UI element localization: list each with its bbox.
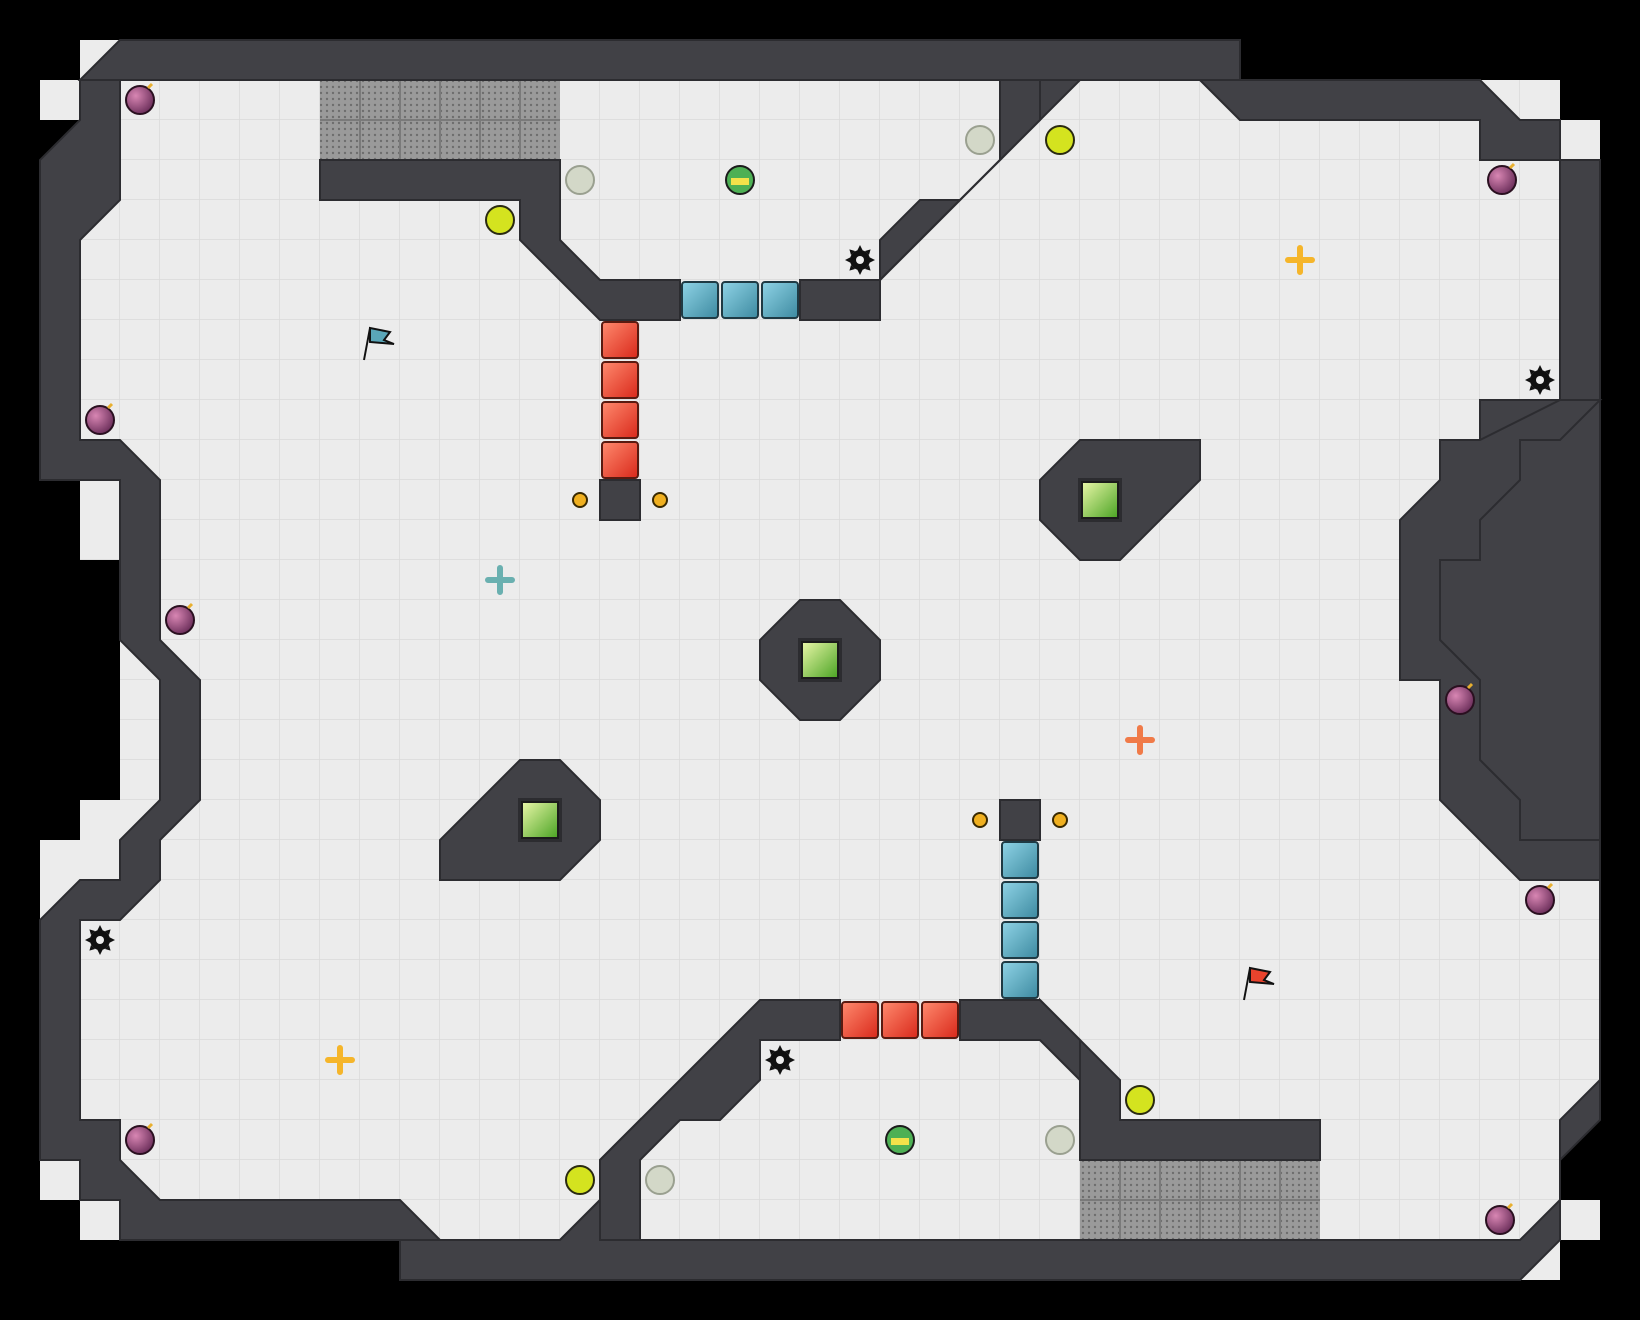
button-icon bbox=[652, 492, 668, 508]
spike-icon bbox=[85, 925, 115, 955]
portal-left bbox=[518, 798, 562, 842]
blue-gates-right bbox=[1001, 841, 1039, 999]
walls bbox=[39, 39, 1603, 1281]
bomb-icon bbox=[1485, 1202, 1515, 1235]
blue-gates-top bbox=[681, 281, 799, 319]
boost-icon bbox=[485, 205, 515, 235]
speed-pad-icon bbox=[485, 565, 515, 595]
boost-icon bbox=[1045, 125, 1075, 155]
spike-icon bbox=[1525, 365, 1555, 395]
portal-right bbox=[1078, 478, 1122, 522]
blue-flag-icon bbox=[363, 326, 395, 361]
boost-icon bbox=[565, 1165, 595, 1195]
boosts bbox=[485, 125, 1155, 1195]
bomb-icon bbox=[125, 1122, 155, 1155]
boost-inactive-icon bbox=[565, 165, 595, 195]
grate-bottom bbox=[1080, 1160, 1320, 1240]
red-gates-bottom bbox=[841, 1001, 959, 1039]
button-icon bbox=[572, 492, 588, 508]
boost-inactive-icon bbox=[1045, 1125, 1075, 1155]
boost-icon bbox=[1125, 1085, 1155, 1115]
powerup-icon bbox=[725, 165, 755, 195]
spike-icon bbox=[845, 245, 875, 275]
button-icon bbox=[1052, 812, 1068, 828]
buttons bbox=[572, 492, 1068, 828]
inactive-boosts bbox=[565, 125, 1075, 1195]
portal-center bbox=[798, 638, 842, 682]
speed-pad-icon bbox=[1285, 245, 1315, 275]
boost-inactive-icon bbox=[965, 125, 995, 155]
grate-top bbox=[320, 80, 560, 160]
bomb-icon bbox=[125, 82, 155, 115]
spikes bbox=[85, 245, 1555, 1075]
bomb-icon bbox=[85, 402, 115, 435]
speed-pad-icon bbox=[325, 1045, 355, 1075]
bombs bbox=[85, 82, 1555, 1235]
bomb-icon bbox=[1525, 882, 1555, 915]
bomb-icon bbox=[1487, 162, 1517, 195]
spike-icon bbox=[765, 1045, 795, 1075]
powerup-icon bbox=[885, 1125, 915, 1155]
button-icon bbox=[972, 812, 988, 828]
bomb-icon bbox=[1445, 682, 1475, 715]
red-flag-icon bbox=[1243, 966, 1275, 1001]
boost-inactive-icon bbox=[645, 1165, 675, 1195]
red-gates-left bbox=[601, 321, 639, 479]
powerups bbox=[725, 165, 915, 1155]
speed-pad-icon bbox=[1125, 725, 1155, 755]
speed-pads bbox=[325, 245, 1315, 1075]
bomb-icon bbox=[165, 602, 195, 635]
